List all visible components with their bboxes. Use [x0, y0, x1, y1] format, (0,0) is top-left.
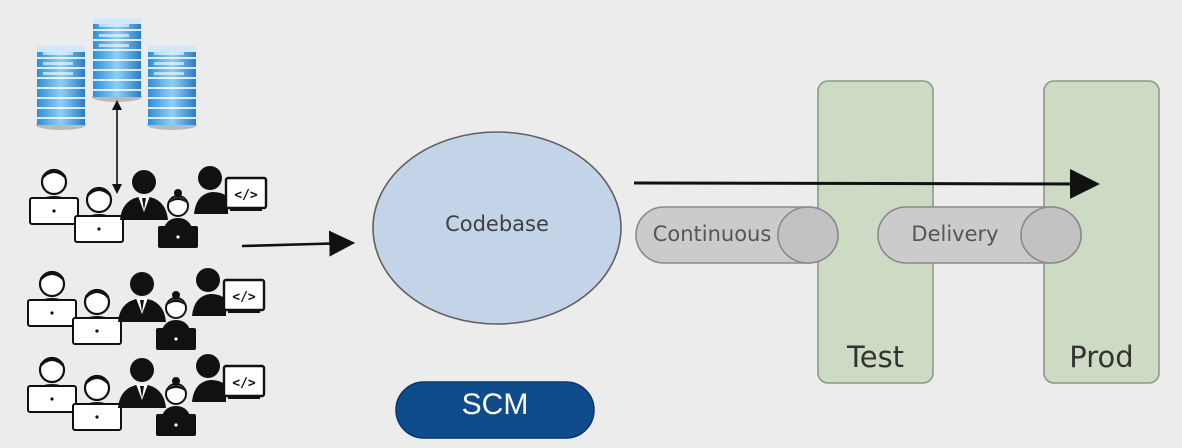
devs-to-codebase-arrow [241, 230, 356, 257]
pipeline-arrow [633, 168, 1100, 199]
scm-badge [395, 381, 595, 439]
developer-team-icon-1 [30, 166, 266, 248]
continuous-pipe [635, 206, 839, 264]
delivery-pipe [877, 206, 1082, 264]
vertical-double-arrow [112, 100, 122, 194]
prod-environment-label: Prod [1069, 340, 1134, 374]
continuous-label: Continuous [652, 222, 772, 246]
codebase-label: Codebase [445, 212, 549, 236]
developer-team-icon-3 [28, 354, 264, 436]
test-environment-label: Test [846, 340, 905, 374]
codebase-node [372, 131, 622, 325]
scm-label: SCM [461, 388, 529, 421]
developer-team-icon-2 [28, 268, 264, 350]
delivery-label: Delivery [911, 222, 999, 246]
